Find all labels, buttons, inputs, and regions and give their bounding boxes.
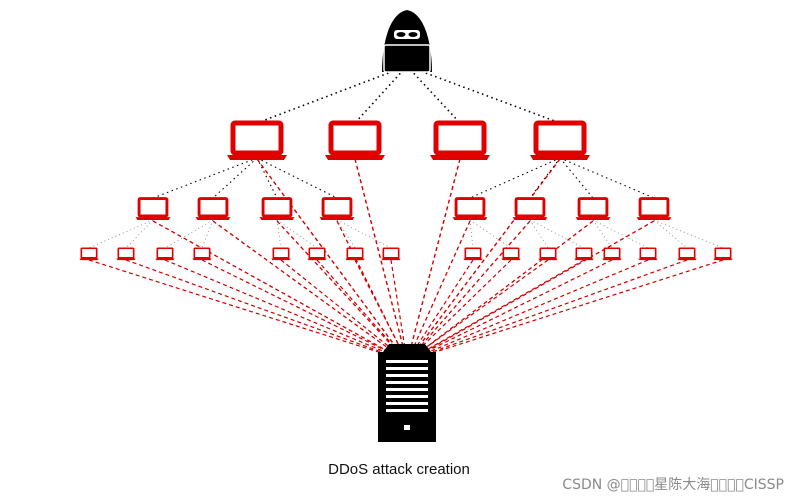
control-link <box>256 157 278 199</box>
control-link <box>469 219 512 249</box>
server-slot <box>386 367 428 370</box>
attack-link <box>425 259 613 353</box>
attack-link <box>354 158 406 353</box>
control-link <box>653 219 724 249</box>
botnet <box>79 120 733 261</box>
laptop-icon <box>530 120 590 160</box>
attack-link <box>316 259 400 353</box>
laptop-icon <box>677 247 697 261</box>
laptop-icon <box>192 247 212 261</box>
server-slot <box>386 388 428 391</box>
attack-link <box>152 220 390 353</box>
control-link <box>212 157 258 199</box>
laptop-icon <box>430 120 490 160</box>
attack-link <box>419 259 549 353</box>
attack-link <box>422 259 585 353</box>
attack-link <box>423 220 655 353</box>
laptop-icon <box>271 247 291 261</box>
attack-link <box>390 259 407 353</box>
control-link <box>354 65 408 124</box>
watermark: CSDN @    星陈大海    CISSP <box>562 477 784 493</box>
attack-link <box>164 259 386 353</box>
control-link <box>469 219 474 249</box>
laptop-icon <box>636 197 672 221</box>
laptop-icon <box>538 247 558 261</box>
server-icon <box>378 344 436 442</box>
laptop-icon <box>463 247 483 261</box>
laptop-icon <box>307 247 327 261</box>
laptop-icon <box>155 247 175 261</box>
server-power-light <box>404 425 410 430</box>
attack-link <box>276 220 399 353</box>
control-link <box>653 219 688 249</box>
attack-link <box>408 158 461 353</box>
control-link <box>201 219 214 249</box>
laptop-icon <box>602 247 622 261</box>
server-slot <box>386 409 428 412</box>
attack-link <box>201 259 389 353</box>
laptop-icon <box>135 197 171 221</box>
server-slot <box>386 374 428 377</box>
laptop-icon <box>319 197 355 221</box>
attack-link <box>435 259 724 353</box>
attack-link <box>336 220 403 353</box>
diagram-caption: DDoS attack creation <box>328 461 470 478</box>
laptop-icon <box>195 197 231 221</box>
control-link <box>559 157 594 199</box>
attack-link <box>256 158 401 353</box>
control-link <box>152 157 258 199</box>
attack-link <box>431 259 688 353</box>
attack-link <box>410 220 471 353</box>
control-link <box>256 157 338 199</box>
server-slot <box>386 395 428 398</box>
hacker-icon <box>382 10 432 73</box>
laptop-icon <box>512 197 548 221</box>
laptop-icon <box>575 197 611 221</box>
control-link <box>406 65 461 124</box>
server-slot <box>386 360 428 363</box>
control-link <box>256 65 408 124</box>
control-link <box>592 219 613 249</box>
control-link <box>469 157 561 199</box>
attack-link <box>88 259 379 353</box>
control-link <box>164 219 214 249</box>
laptop-icon <box>345 247 365 261</box>
laptop-icon <box>325 120 385 160</box>
laptop-icon <box>638 247 658 261</box>
control-links <box>88 65 724 249</box>
control-link <box>276 219 282 249</box>
laptop-icon <box>79 247 99 261</box>
server-slot <box>386 402 428 405</box>
laptop-icon <box>116 247 136 261</box>
attack-links <box>88 158 724 353</box>
attack-link <box>280 259 397 353</box>
laptop-icon <box>381 247 401 261</box>
laptop-icon <box>574 247 594 261</box>
attack-link <box>428 259 649 353</box>
attack-link <box>125 259 382 353</box>
laptop-icon <box>259 197 295 221</box>
control-link <box>336 219 392 249</box>
laptop-icon <box>227 120 287 160</box>
control-link <box>592 219 649 249</box>
control-link <box>559 157 655 199</box>
control-link <box>529 219 549 249</box>
control-link <box>406 65 561 124</box>
attack-link <box>419 220 594 353</box>
attack-link <box>414 158 561 353</box>
laptop-icon <box>713 247 733 261</box>
control-link <box>336 219 356 249</box>
laptop-icon <box>452 197 488 221</box>
attack-link <box>212 220 394 353</box>
control-link <box>125 219 154 249</box>
laptop-icon <box>501 247 521 261</box>
attack-link <box>412 259 474 353</box>
server-slot <box>386 381 428 384</box>
attack-link <box>415 259 512 353</box>
control-link <box>88 219 154 249</box>
control-link <box>276 219 318 249</box>
attack-link <box>354 259 403 353</box>
attack-link <box>415 220 531 353</box>
